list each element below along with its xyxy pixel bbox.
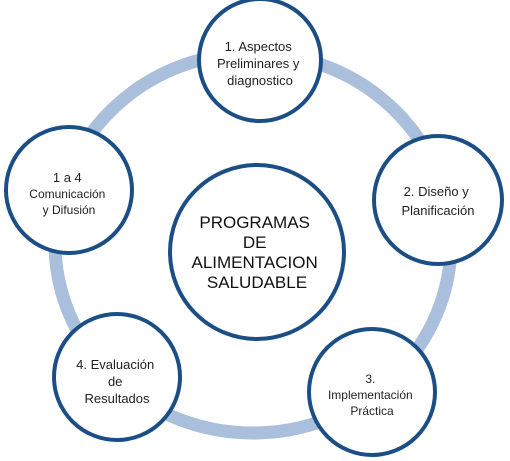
node-circle: [4, 125, 134, 255]
node-circle: [307, 327, 437, 457]
center-node: PROGRAMAS DE ALIMENTACION SALUDABLE: [168, 163, 346, 341]
node-label: 2. Diseño y Planificación: [402, 184, 475, 218]
node-label: 3. Implementación Práctica: [328, 372, 416, 418]
center-title: PROGRAMAS DE ALIMENTACION SALUDABLE: [192, 213, 323, 292]
center-line: ALIMENTACION: [192, 253, 318, 272]
node-line: Práctica: [350, 404, 394, 418]
center-line: PROGRAMAS: [199, 213, 310, 232]
node-line: 1 a 4: [53, 170, 82, 185]
center-line: DE: [243, 233, 267, 252]
node-circle: [52, 312, 182, 442]
center-circle: [168, 163, 346, 341]
node-line: y Difusión: [43, 203, 96, 217]
node-comunicacion-difusion: 1 a 4 Comunicación y Difusión: [4, 125, 134, 255]
node-label: 4. Evaluación de Resultados: [76, 357, 158, 406]
node-line: Resultados: [84, 391, 150, 406]
node-aspectos-preliminares: 1. Aspectos Preliminares y diagnostico: [197, 0, 323, 123]
node-line: 4. Evaluación: [76, 357, 154, 372]
node-implementacion-practica: 3. Implementación Práctica: [307, 327, 437, 457]
node-line: Planificación: [402, 203, 475, 218]
node-circle: [197, 0, 323, 123]
node-evaluacion-resultados: 4. Evaluación de Resultados: [52, 312, 182, 442]
node-line: 1. Aspectos: [225, 39, 293, 54]
node-line: Preliminares y: [217, 56, 300, 71]
node-label: 1. Aspectos Preliminares y diagnostico: [217, 39, 303, 88]
node-line: Comunicación: [29, 187, 105, 201]
node-circle: [372, 134, 504, 266]
node-diseno-planificacion: 2. Diseño y Planificación: [372, 134, 504, 266]
node-label: 1 a 4 Comunicación y Difusión: [29, 170, 108, 217]
node-line: Implementación: [328, 388, 413, 402]
node-line: 2. Diseño y: [404, 184, 470, 199]
node-line: de: [108, 374, 122, 389]
node-line: diagnostico: [227, 73, 293, 88]
center-line: SALUDABLE: [207, 273, 307, 292]
node-line: 3.: [365, 372, 375, 386]
